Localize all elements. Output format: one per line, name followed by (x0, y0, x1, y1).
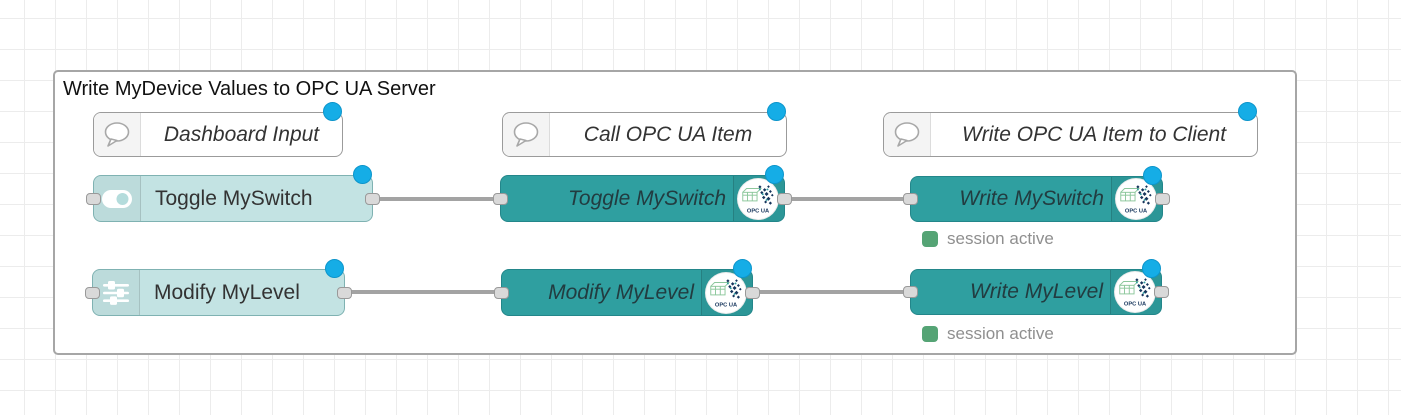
input-port[interactable] (86, 192, 101, 205)
output-port[interactable] (777, 192, 792, 205)
comment-label: Dashboard Input (163, 122, 320, 146)
changed-indicator-dot (1142, 259, 1161, 278)
node-label: Modify MyLevel (548, 280, 694, 304)
node-toggle-myswitch-opcua-item[interactable]: Toggle MySwitch (493, 165, 792, 222)
comment-node-dashboard-input[interactable]: Dashboard Input (93, 102, 343, 157)
output-port[interactable] (1155, 193, 1170, 205)
comment-node-call-opcua-item[interactable]: Call OPC UA Item (502, 102, 787, 157)
status-text: session active (947, 324, 1054, 343)
output-port[interactable] (745, 286, 760, 299)
input-port[interactable] (903, 286, 918, 298)
opcua-logo-icon: OPC UA (705, 271, 747, 314)
speech-bubble-icon (94, 113, 141, 156)
wire-modify-dashboard-to-opcua[interactable] (345, 290, 501, 294)
node-status-write-mylevel: session active (922, 324, 1054, 344)
output-port[interactable] (1154, 286, 1169, 298)
wire-toggle-dashboard-to-opcua[interactable] (373, 197, 500, 201)
speech-bubble-icon (884, 113, 931, 156)
speech-bubble-icon (503, 113, 550, 156)
node-modify-mylevel-opcua-item[interactable]: Modify MyLevel (494, 259, 760, 316)
input-port[interactable] (903, 193, 918, 205)
node-label: Modify MyLevel (154, 280, 300, 304)
node-label: Write MySwitch (959, 187, 1104, 210)
changed-indicator-dot (765, 165, 784, 184)
status-text: session active (947, 229, 1054, 248)
output-port[interactable] (337, 286, 352, 299)
input-port[interactable] (493, 192, 508, 205)
opcua-logo-icon: OPC UA (737, 177, 779, 220)
node-label: Toggle MySwitch (155, 186, 313, 210)
node-toggle-myswitch-dashboard[interactable]: Toggle MySwitch (86, 165, 380, 222)
input-port[interactable] (85, 286, 100, 299)
svg-text:OPC UA: OPC UA (1125, 208, 1147, 214)
changed-indicator-dot (325, 259, 344, 278)
changed-indicator-dot (767, 102, 786, 121)
group-title: Write MyDevice Values to OPC UA Server (63, 78, 436, 100)
changed-indicator-dot (1238, 102, 1257, 121)
changed-indicator-dot (1143, 166, 1162, 185)
output-port[interactable] (365, 192, 380, 205)
node-label: Toggle MySwitch (568, 186, 726, 210)
comment-label: Call OPC UA Item (583, 122, 753, 146)
node-label: Write MyLevel (969, 280, 1103, 303)
toggle-switch-icon (94, 176, 141, 221)
node-write-mylevel-opcua-client[interactable]: Write MyLevel (903, 259, 1169, 315)
opcua-logo-icon: OPC UA (1114, 271, 1156, 313)
input-port[interactable] (494, 286, 509, 299)
wire-modify-opcua-to-write[interactable] (753, 290, 910, 294)
changed-indicator-dot (353, 165, 372, 184)
svg-text:OPC UA: OPC UA (747, 208, 769, 214)
comment-node-write-opcua-item-to-client[interactable]: Write OPC UA Item to Client (883, 102, 1258, 157)
comment-label: Write OPC UA Item to Client (961, 122, 1227, 146)
status-ok-square (922, 326, 938, 342)
wire-toggle-opcua-to-write[interactable] (785, 197, 910, 201)
status-ok-square (922, 231, 938, 247)
node-write-myswitch-opcua-client[interactable]: Write MySwitch (903, 166, 1170, 222)
node-status-write-myswitch: session active (922, 229, 1054, 249)
svg-text:OPC UA: OPC UA (715, 302, 737, 308)
changed-indicator-dot (733, 259, 752, 278)
changed-indicator-dot (323, 102, 342, 121)
svg-text:OPC UA: OPC UA (1124, 301, 1146, 307)
node-modify-mylevel-dashboard[interactable]: Modify MyLevel (85, 259, 352, 316)
sliders-icon (93, 270, 140, 315)
